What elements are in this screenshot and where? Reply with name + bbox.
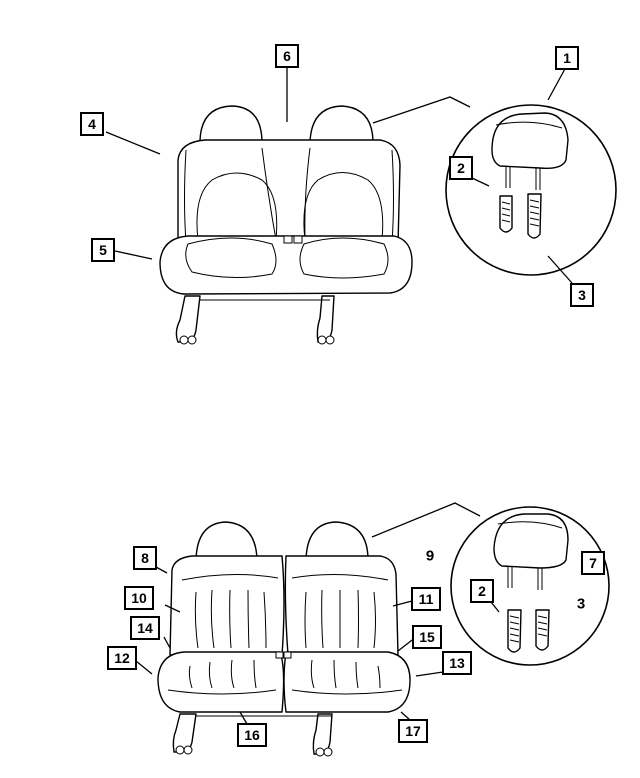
callout-2-bottom: 2 — [470, 579, 494, 603]
callout-4: 4 — [80, 112, 104, 136]
callout-7: 7 — [581, 551, 605, 575]
lower-right-seat-back — [284, 555, 399, 656]
svg-text:1: 1 — [563, 50, 571, 66]
callout-3-bottom: 3 — [577, 596, 585, 613]
lower-right-seat-cushion — [283, 651, 411, 713]
callout-8: 8 — [133, 546, 157, 570]
callout-1: 1 — [555, 46, 579, 70]
callout-16: 16 — [237, 723, 267, 747]
leader-lines — [105, 66, 573, 725]
svg-text:8: 8 — [141, 550, 149, 566]
svg-text:14: 14 — [137, 620, 153, 636]
lower-headrest-detail — [450, 506, 610, 666]
callout-11: 11 — [411, 587, 441, 611]
svg-text:10: 10 — [131, 590, 147, 606]
svg-text:3: 3 — [577, 596, 585, 613]
svg-text:13: 13 — [449, 655, 465, 671]
callout-15: 15 — [412, 625, 442, 649]
svg-text:12: 12 — [114, 650, 130, 666]
callout-6: 6 — [275, 44, 299, 68]
callout-5: 5 — [91, 238, 115, 262]
upper-left-headrest — [199, 105, 263, 144]
svg-text:9: 9 — [426, 548, 434, 565]
upper-bench-seat-assembly — [159, 105, 413, 345]
callout-17: 17 — [398, 719, 428, 743]
svg-text:17: 17 — [405, 723, 421, 739]
callout-10: 10 — [124, 586, 154, 610]
svg-text:2: 2 — [457, 160, 465, 176]
callout-13: 13 — [442, 651, 472, 675]
callout-12: 12 — [107, 646, 137, 670]
upper-right-headrest — [309, 105, 374, 144]
lower-left-seat-back — [169, 555, 285, 656]
upper-seat-cushion — [159, 235, 413, 295]
svg-text:5: 5 — [99, 242, 107, 258]
lower-split-bench-seat-assembly — [157, 521, 411, 757]
svg-text:3: 3 — [578, 287, 586, 303]
callout-3-top: 3 — [570, 283, 594, 307]
svg-text:2: 2 — [478, 583, 486, 599]
callout-9: 9 — [426, 548, 434, 565]
upper-seat-back — [177, 139, 401, 246]
svg-text:16: 16 — [244, 727, 260, 743]
callout-14: 14 — [130, 616, 160, 640]
svg-text:6: 6 — [283, 48, 291, 64]
lower-left-seat-cushion — [157, 651, 285, 713]
lower-right-headrest — [305, 521, 369, 561]
svg-text:7: 7 — [589, 555, 597, 571]
lower-detail-headrest — [493, 513, 569, 569]
svg-text:4: 4 — [88, 116, 96, 132]
upper-headrest-guide-sleeves — [499, 193, 542, 239]
lower-left-headrest — [195, 521, 258, 561]
upper-detail-headrest — [491, 112, 569, 170]
callout-2-top: 2 — [449, 156, 473, 180]
lower-headrest-guide-sleeves — [507, 609, 550, 653]
upper-headrest-detail — [445, 104, 617, 276]
svg-text:11: 11 — [419, 591, 434, 607]
svg-text:15: 15 — [419, 629, 435, 645]
